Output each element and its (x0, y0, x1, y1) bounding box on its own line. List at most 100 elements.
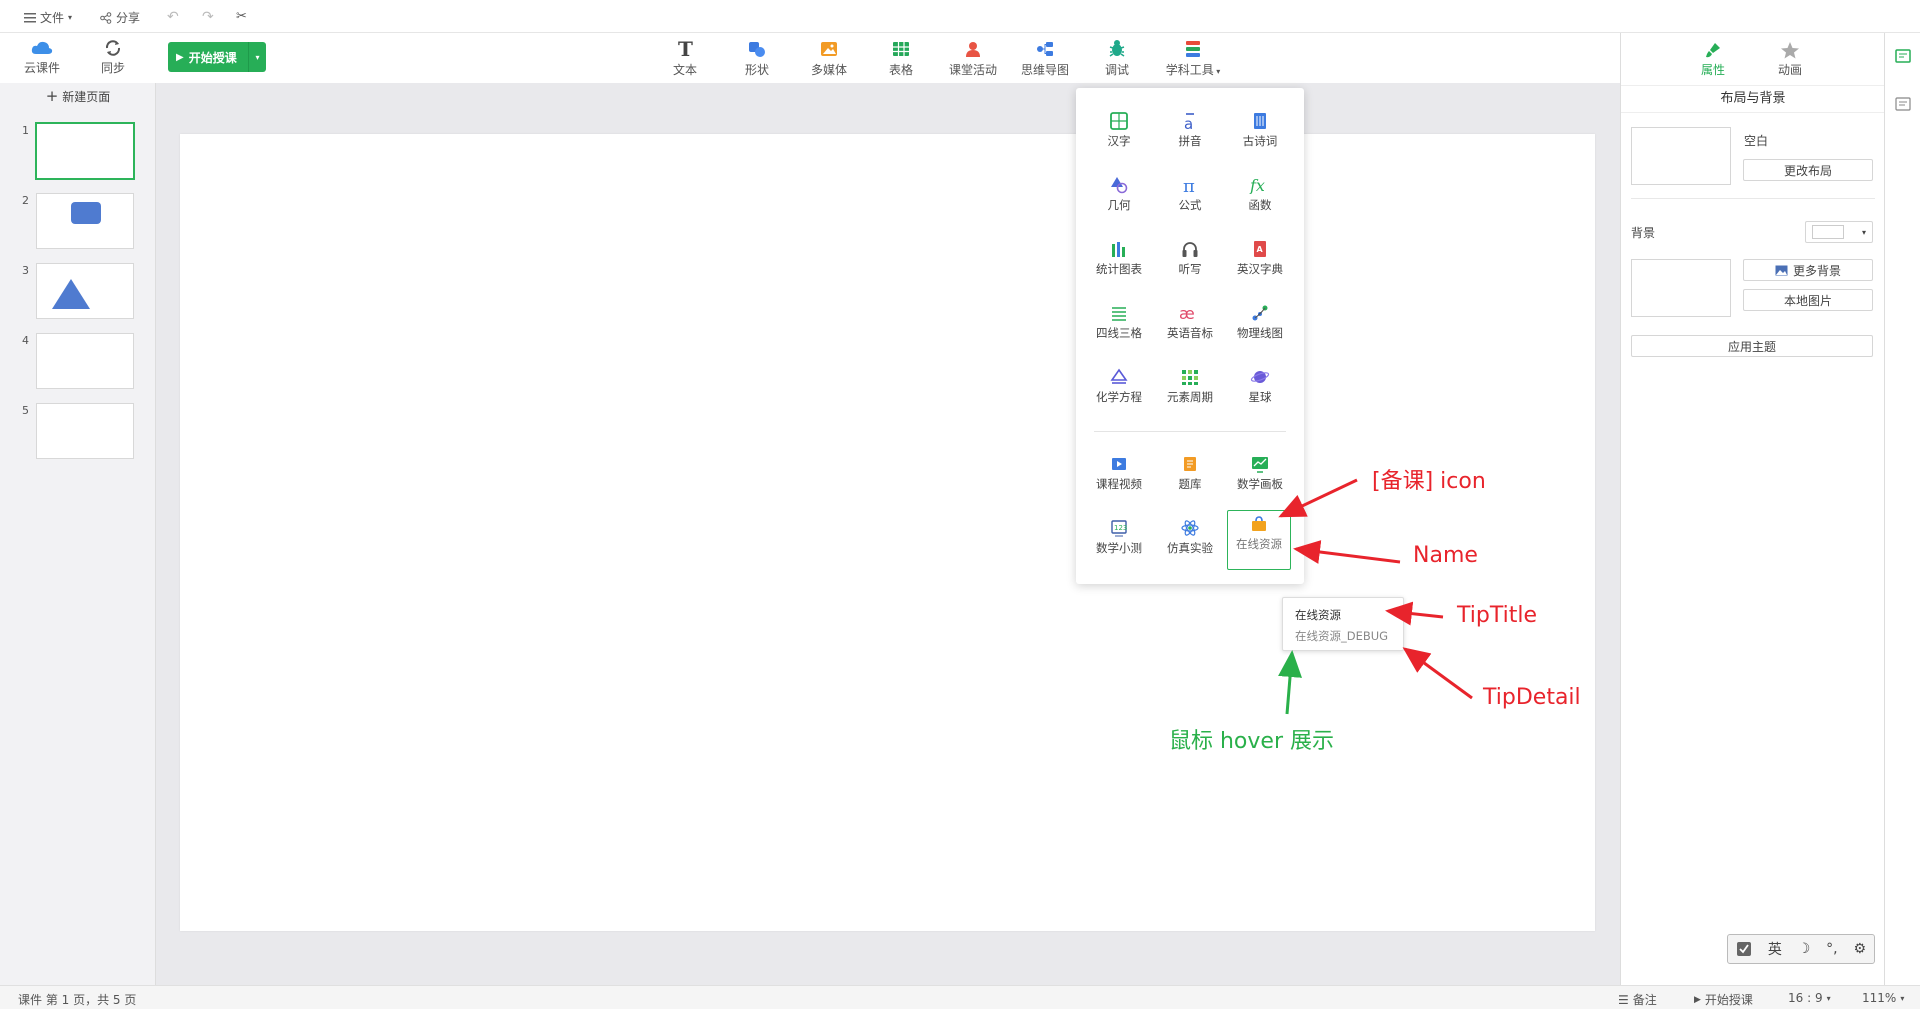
notes-label: 备注 (1632, 993, 1657, 1007)
status-bar: 课件 第 1 页，共 5 页 ☰ 备注 ▶ 开始授课 16 : 9 ▾ 111%… (0, 985, 1920, 1009)
geometry-icon (1111, 177, 1128, 194)
tool-course-video[interactable]: 课程视频 (1088, 455, 1150, 511)
tool-math-board[interactable]: 数学画板 (1229, 455, 1291, 511)
image-icon (1775, 265, 1788, 275)
tool-hanzi[interactable]: 汉字 (1088, 112, 1150, 168)
tool-dictionary[interactable]: A 英汉字典 (1229, 240, 1291, 296)
tool-dictation[interactable]: 听写 (1159, 240, 1221, 296)
tool-label: 公式 (1178, 198, 1202, 212)
tool-shape[interactable]: 形状 (729, 39, 785, 78)
page-number: 5 (22, 404, 29, 417)
page-thumbnail[interactable] (36, 193, 134, 249)
tool-mindmap[interactable]: 思维导图 (1017, 39, 1073, 78)
tool-label: 星球 (1248, 390, 1272, 404)
start-teaching-button[interactable]: ▶ 开始授课 ▾ (168, 42, 266, 72)
tab-properties[interactable]: 属性 (1683, 41, 1743, 78)
tool-poem[interactable]: 古诗词 (1229, 112, 1291, 168)
tooltip-title: 在线资源 (1295, 608, 1341, 622)
cloud-courseware-button[interactable]: 云课件 (14, 39, 70, 76)
notes-panel-icon[interactable] (1895, 97, 1911, 111)
tool-math-quiz[interactable]: 123 数学小测 (1088, 519, 1150, 575)
background-preview[interactable] (1631, 259, 1731, 317)
tooltip: 在线资源 在线资源_DEBUG (1282, 597, 1404, 651)
page-thumbnail[interactable] (36, 333, 134, 389)
tool-label: 题库 (1178, 477, 1202, 491)
gear-icon[interactable]: ⚙ (1853, 941, 1867, 957)
tool-label: 多媒体 (810, 63, 847, 77)
more-background-button[interactable]: 更多背景 (1743, 259, 1873, 281)
status-start-button[interactable]: ▶ 开始授课 (1694, 991, 1753, 1008)
apply-theme-label: 应用主题 (1727, 339, 1776, 354)
tool-geometry[interactable]: 几何 (1088, 176, 1150, 232)
page-thumbnail[interactable] (35, 122, 135, 180)
layout-preview[interactable] (1631, 127, 1731, 185)
atom-icon (1181, 520, 1199, 536)
sync-button[interactable]: 同步 (85, 39, 141, 76)
tool-function[interactable]: fx 函数 (1229, 176, 1291, 232)
tool-stat-chart[interactable]: 统计图表 (1088, 240, 1150, 296)
annotation-name-note: Name (1413, 543, 1478, 568)
play-icon: ▶ (176, 51, 184, 63)
tool-label: 英汉字典 (1237, 262, 1283, 276)
new-page-button[interactable]: + 新建页面 (0, 83, 156, 109)
punctuation-icon[interactable]: °, (1826, 941, 1838, 957)
stat-chart-icon (1112, 242, 1125, 257)
tool-chemistry[interactable]: 化学方程 (1088, 368, 1150, 424)
start-dropdown-icon[interactable]: ▾ (248, 42, 266, 72)
toolbar: 云课件 同步 ▶ 开始授课 ▾ T 文本 形状 多媒体 表格 课堂活动 思维导图… (0, 33, 1620, 83)
page-number: 3 (22, 264, 29, 277)
tool-activity[interactable]: 课堂活动 (945, 39, 1001, 78)
tab-properties-label: 属性 (1700, 63, 1725, 77)
tool-media[interactable]: 多媒体 (801, 39, 857, 78)
apply-theme-button[interactable]: 应用主题 (1631, 335, 1873, 357)
zoom-select[interactable]: 111% ▾ (1862, 991, 1904, 1005)
slides-panel-icon[interactable] (1895, 49, 1911, 63)
tool-debug[interactable]: 调试 (1089, 39, 1145, 78)
tool-physics[interactable]: 物理线图 (1229, 304, 1291, 360)
notes-button[interactable]: ☰ 备注 (1618, 991, 1657, 1008)
caret-down-icon: ▾ (1900, 993, 1905, 1003)
ime-language[interactable]: 英 (1767, 942, 1782, 958)
cloud-icon (31, 41, 53, 54)
course-video-icon (1112, 458, 1126, 470)
change-layout-button[interactable]: 更改布局 (1743, 159, 1873, 181)
file-menu[interactable]: 文件 ▾ (24, 9, 72, 26)
tool-subject-tools[interactable]: 学科工具 ▾ (1158, 39, 1228, 78)
tool-text[interactable]: T 文本 (657, 39, 713, 78)
undo-icon[interactable]: ↶ (167, 9, 179, 25)
tool-question-bank[interactable]: 题库 (1159, 455, 1221, 511)
tool-label: 古诗词 (1242, 134, 1278, 148)
tool-formula[interactable]: π 公式 (1159, 176, 1221, 232)
tool-four-line[interactable]: 四线三格 (1088, 304, 1150, 360)
tool-simulation[interactable]: 仿真实验 (1159, 519, 1221, 575)
tool-planet[interactable]: 星球 (1229, 368, 1291, 424)
media-icon (821, 42, 837, 56)
page-thumbnail[interactable] (36, 403, 134, 459)
tool-phonetic[interactable]: æ 英语音标 (1159, 304, 1221, 360)
tab-animation[interactable]: 动画 (1760, 41, 1820, 78)
file-menu-label: 文件 (40, 11, 65, 25)
annotation-tipdetail-note: TipDetail (1483, 685, 1581, 710)
moon-icon[interactable]: ☽ (1797, 941, 1811, 957)
redo-icon[interactable]: ↷ (202, 9, 214, 25)
local-image-button[interactable]: 本地图片 (1743, 289, 1873, 311)
aspect-ratio-select[interactable]: 16 : 9 ▾ (1788, 991, 1831, 1005)
background-color-picker[interactable]: ▾ (1805, 221, 1873, 243)
scissors-icon[interactable]: ✂ (236, 9, 247, 24)
planet-icon (1250, 371, 1270, 383)
tooltip-detail: 在线资源_DEBUG (1295, 629, 1389, 643)
share-button[interactable]: 分享 (100, 9, 140, 26)
svg-text:A: A (1257, 245, 1264, 254)
tool-table[interactable]: 表格 (873, 39, 929, 78)
tool-label: 拼音 (1178, 134, 1202, 148)
tool-online-resource[interactable]: 在线资源 (1227, 510, 1291, 570)
page-thumbnail[interactable] (36, 263, 134, 319)
ime-logo-icon[interactable] (1736, 941, 1752, 957)
panel-section-title: 布局与背景 (1621, 85, 1885, 113)
tool-label: 汉字 (1107, 134, 1131, 148)
tool-periodic[interactable]: 元素周期 (1159, 368, 1221, 424)
function-icon: fx (1249, 176, 1265, 194)
play-icon: ▶ (1694, 994, 1701, 1005)
slide-canvas[interactable] (180, 134, 1595, 931)
tool-pinyin[interactable]: a 拼音 (1159, 112, 1221, 168)
